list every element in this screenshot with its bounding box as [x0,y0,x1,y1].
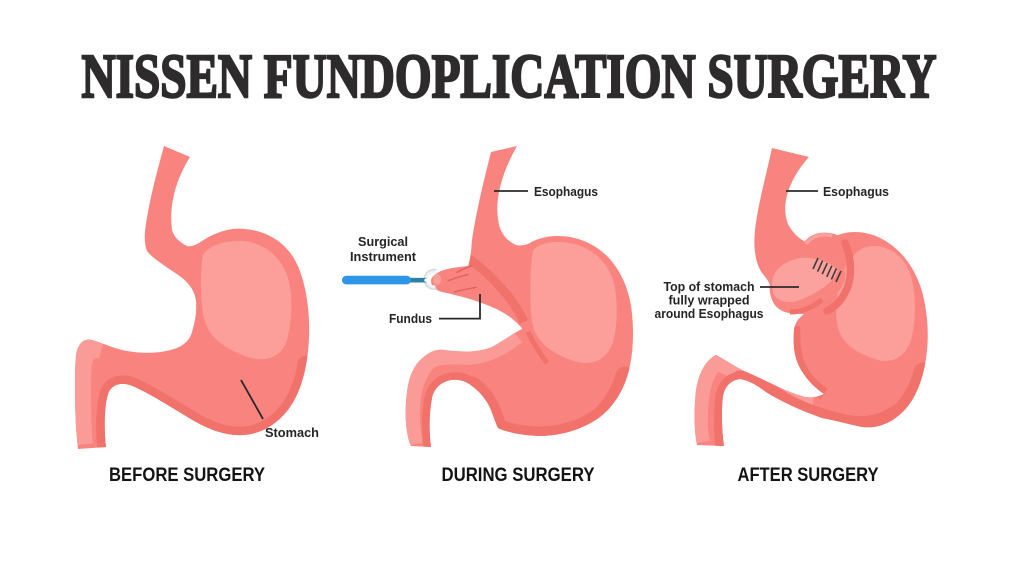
svg-text:Esophagus: Esophagus [823,184,889,199]
svg-text:Fundus: Fundus [389,311,432,326]
svg-text:Stomach: Stomach [265,425,319,440]
svg-text:Surgical: Surgical [358,234,408,249]
svg-text:BEFORE SURGERY: BEFORE SURGERY [109,464,265,486]
svg-text:DURING SURGERY: DURING SURGERY [442,464,595,486]
svg-text:fully wrapped: fully wrapped [669,293,750,308]
svg-text:around Esophagus: around Esophagus [655,306,764,321]
svg-text:Instrument: Instrument [350,249,417,264]
svg-text:NISSEN FUNDOPLICATION SURGERY: NISSEN FUNDOPLICATION SURGERY [82,43,937,111]
svg-text:Top of stomach: Top of stomach [664,279,755,294]
svg-text:AFTER SURGERY: AFTER SURGERY [738,464,879,486]
svg-text:Esophagus: Esophagus [534,184,598,199]
